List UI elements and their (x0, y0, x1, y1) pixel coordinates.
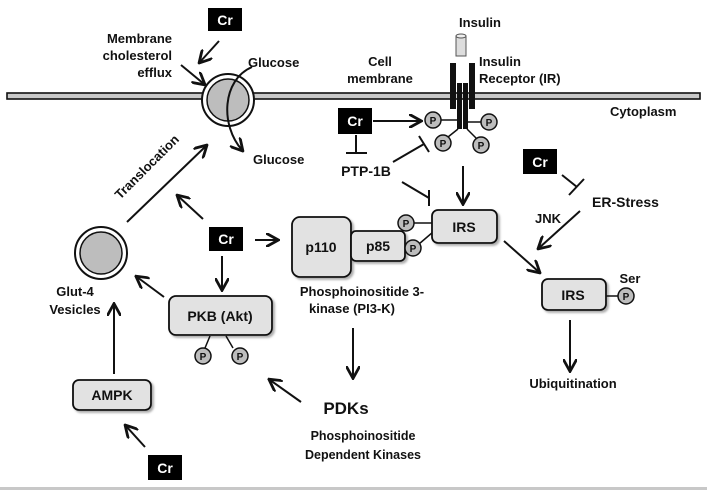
cr-inhibits-er-stress (561, 174, 585, 196)
p110-label: p110 (305, 239, 336, 255)
cell-membrane-label-2: membrane (347, 71, 413, 86)
ser-label: Ser (620, 271, 641, 286)
er-stress-label: ER-Stress (592, 194, 659, 210)
p110-box: p110 (291, 216, 352, 278)
ubiquitination-label: Ubiquitination (529, 376, 616, 391)
glucose-extracellular-label: Glucose (248, 55, 299, 70)
cytoplasm-label: Cytoplasm (610, 104, 676, 119)
svg-text:P: P (410, 244, 417, 255)
svg-text:P: P (623, 292, 630, 303)
pi3k-phospho-1: P (397, 214, 415, 232)
pkb-phospho-1: P (194, 347, 212, 365)
ptp1b-inhibits-irs (401, 181, 430, 206)
bottom-border (0, 487, 707, 490)
cell-membrane-label-1: Cell (368, 54, 392, 69)
pdks-to-pkb-arrow (270, 380, 302, 403)
pi3k-phospho-2: P (404, 239, 422, 257)
cr-box: Cr (208, 8, 242, 31)
glucose-intracellular-label: Glucose (253, 152, 304, 167)
ptp1b-inhibits-receptor (392, 135, 430, 163)
receptor-phospho-4: P (472, 136, 490, 154)
pi3k-label-2: kinase (PI3-K) (309, 301, 395, 316)
pi3k-label-1: Phosphoinositide 3- (300, 284, 424, 299)
cr-to-ampk-arrow (126, 426, 146, 448)
efflux-label-3: efflux (137, 65, 172, 80)
irs-label: IRS (452, 219, 475, 235)
pkb-akt-box: PKB (Akt) (168, 295, 273, 336)
insulin-receptor-label-1: Insulin (479, 54, 521, 69)
cr-label: Cr (157, 460, 173, 476)
efflux-arrow (180, 64, 204, 84)
insulin-molecule (455, 33, 467, 57)
cr-box: Cr (148, 455, 182, 480)
cr-inhibits-ptp1b (346, 135, 367, 154)
p85-label: p85 (366, 238, 390, 254)
receptor-phospho-2: P (480, 113, 498, 131)
svg-text:P: P (237, 352, 244, 363)
ser-phospho: P (617, 287, 635, 305)
receptor-phospho-1: P (424, 111, 442, 129)
jnk-label: JNK (535, 211, 562, 226)
insulin-receptor (441, 63, 481, 140)
cr-to-efflux-arrow (200, 40, 220, 62)
svg-text:P: P (486, 118, 493, 129)
glucose-transport-arrow (226, 66, 253, 150)
glut4-label-2: Vesicles (49, 302, 100, 317)
cr-box: Cr (209, 227, 243, 251)
p85-box: p85 (350, 230, 406, 262)
cr-to-translocation-arrow (178, 196, 204, 220)
pkb-phospho-2: P (231, 347, 249, 365)
cr-label: Cr (347, 113, 363, 129)
pkb-label: PKB (Akt) (187, 308, 252, 324)
er-stress-to-irs-arrow (539, 210, 581, 248)
irs-box: IRS (431, 209, 498, 244)
translocation-arrow (126, 146, 206, 223)
efflux-label-1: Membrane (107, 31, 172, 46)
ampk-label: AMPK (91, 387, 132, 403)
cell-membrane (6, 92, 701, 100)
glut4-vesicle (74, 226, 128, 280)
svg-text:P: P (403, 219, 410, 230)
cr-label: Cr (532, 154, 548, 170)
translocation-label: Translocation (112, 132, 182, 202)
irs-ser-box: IRS (541, 278, 607, 311)
glut4-label-1: Glut-4 (56, 284, 94, 299)
svg-text:P: P (440, 139, 447, 150)
glucose-transporter (201, 66, 255, 150)
cr-box: Cr (523, 149, 557, 174)
svg-text:P: P (200, 352, 207, 363)
pdks-desc-2: Dependent Kinases (305, 448, 421, 462)
insulin-label: Insulin (459, 15, 501, 30)
pkb-to-vesicle-arrow (137, 277, 165, 298)
irs-ser-label: IRS (561, 287, 584, 303)
cr-label: Cr (218, 231, 234, 247)
pdks-label: PDKs (323, 399, 368, 418)
cr-label: Cr (217, 12, 233, 28)
ptp1b-label: PTP-1B (341, 163, 391, 179)
svg-text:P: P (430, 116, 437, 127)
receptor-phospho-3: P (434, 134, 452, 152)
svg-text:P: P (478, 141, 485, 152)
irs-to-irs-ser-arrow (503, 240, 539, 272)
insulin-receptor-label-2: Receptor (IR) (479, 71, 561, 86)
ampk-box: AMPK (72, 379, 152, 411)
cr-box: Cr (338, 108, 372, 134)
efflux-label-2: cholesterol (103, 48, 172, 63)
pdks-desc-1: Phosphoinositide (311, 429, 416, 443)
